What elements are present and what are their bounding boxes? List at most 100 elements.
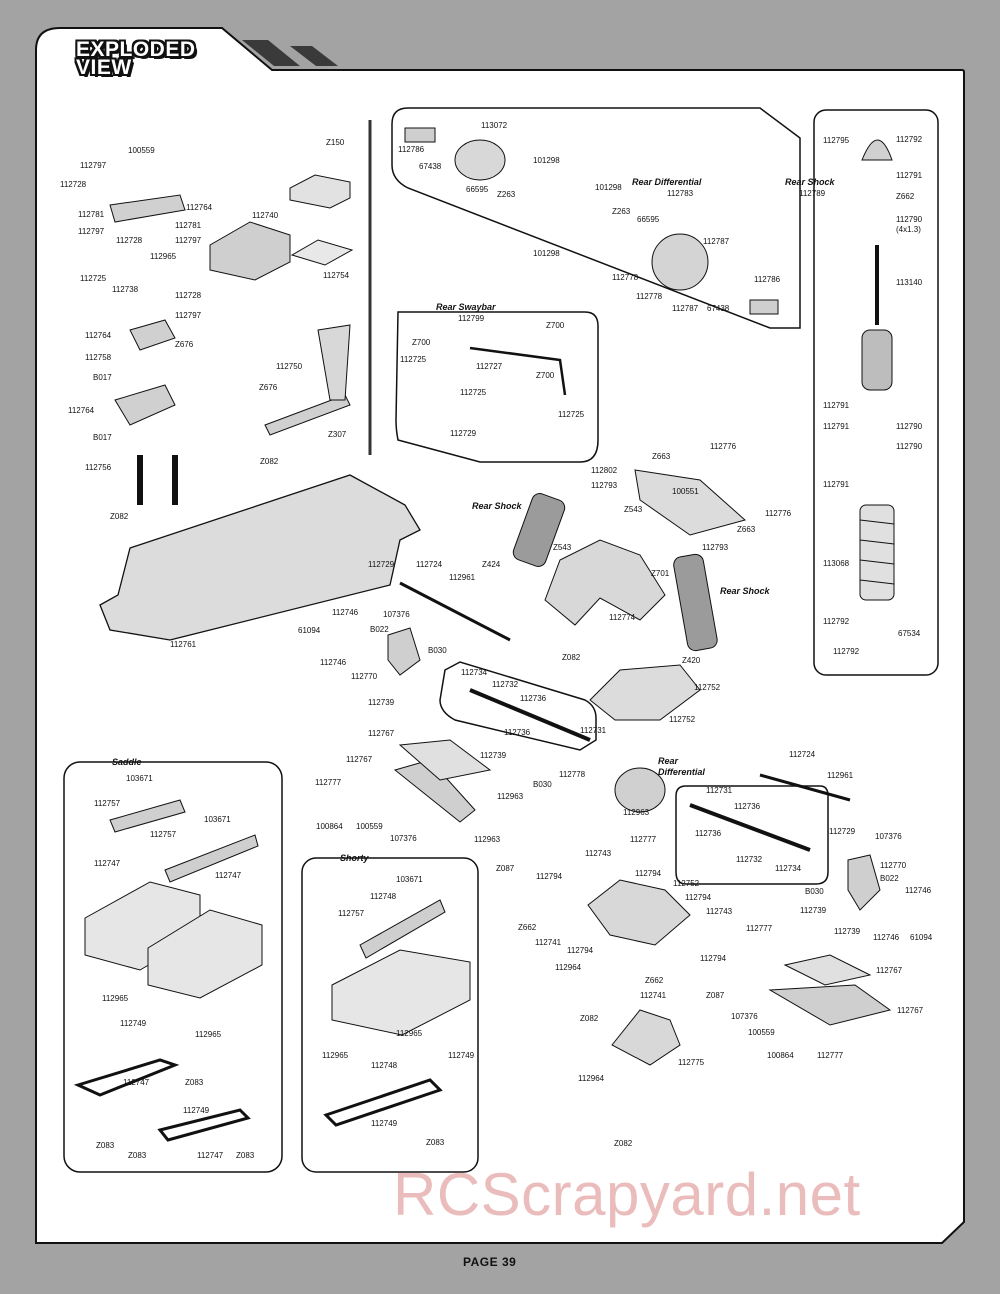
part-callout: 112767 — [876, 966, 903, 975]
part-callout: 112734 — [775, 864, 802, 873]
part-callout: 112736 — [695, 829, 722, 838]
part-callout: 101298 — [533, 249, 560, 258]
part-callout: 112749 — [183, 1106, 210, 1115]
part-callout: 112747 — [94, 859, 121, 868]
part-callout: B022 — [370, 625, 389, 634]
dogbone-right — [689, 803, 811, 852]
group-label-rear-shock: Rear Shock — [785, 177, 836, 187]
part-callout: Z676 — [259, 383, 278, 392]
part-callout: 112767 — [897, 1006, 924, 1015]
part-callout: 112963 — [623, 808, 650, 817]
spring-coil — [859, 579, 895, 585]
esc-heatsink — [209, 221, 291, 281]
part-callout: 112791 — [896, 171, 923, 180]
part-callout: Z263 — [612, 207, 631, 216]
part-callout: 112963 — [497, 792, 524, 801]
shorty-strap — [359, 899, 446, 959]
part-callout: 100864 — [316, 822, 343, 831]
part-callout: 112794 — [567, 946, 594, 955]
part-callout: B030 — [428, 646, 447, 655]
part-callout: 112781 — [78, 210, 105, 219]
turnbuckle-left — [399, 581, 511, 642]
part-callout: 112739 — [368, 698, 395, 707]
part-callout: B030 — [805, 887, 824, 896]
part-callout: 112746 — [905, 886, 932, 895]
part-callout: Z543 — [553, 543, 572, 552]
part-callout: 112778 — [636, 292, 663, 301]
part-callout: 112776 — [765, 509, 792, 518]
part-callout: Z700 — [412, 338, 431, 347]
part-callout: 112778 — [559, 770, 586, 779]
part-callout: 112764 — [186, 203, 213, 212]
part-callout: B017 — [93, 433, 112, 442]
part-callout: 112749 — [120, 1019, 147, 1028]
part-callout: Z543 — [624, 505, 643, 514]
group-number-rear-swaybar: 112799 — [458, 314, 485, 323]
part-callout: 112791 — [823, 480, 850, 489]
group-label-rear-swaybar: Rear Swaybar — [436, 302, 496, 312]
part-callout: 67534 — [898, 629, 921, 638]
strap-post — [317, 324, 351, 401]
part-callout: B022 — [880, 874, 899, 883]
shock-body — [861, 329, 893, 391]
assembly-label-rear-differential-2: Differential — [658, 767, 705, 777]
turnbuckle-right — [759, 773, 851, 802]
part-callout: 112757 — [150, 830, 177, 839]
spring-coil — [859, 519, 895, 525]
part-callout: 112731 — [706, 786, 733, 795]
part-callout: 112793 — [591, 481, 618, 490]
part-callout: 112767 — [346, 755, 373, 764]
part-callout: Z676 — [175, 340, 194, 349]
part-callout: 112764 — [68, 406, 95, 415]
skid-plate — [611, 1009, 681, 1066]
part-callout: 112764 — [85, 331, 112, 340]
part-callout: 103671 — [204, 815, 231, 824]
part-callout: 101298 — [533, 156, 560, 165]
part-callout: 112729 — [829, 827, 856, 836]
part-callout: 112964 — [555, 963, 582, 972]
part-callout: 112739 — [480, 751, 507, 760]
part-callout: 113068 — [823, 559, 850, 568]
part-callout: 112747 — [197, 1151, 224, 1160]
part-callout: 112736 — [520, 694, 547, 703]
shorty-outline — [301, 857, 479, 1173]
part-callout: 112792 — [896, 135, 923, 144]
part-callout: 112797 — [175, 311, 202, 320]
part-callout: Z082 — [580, 1014, 599, 1023]
center-diff — [614, 767, 666, 813]
part-callout: Z663 — [652, 452, 671, 461]
part-callout: 112961 — [827, 771, 854, 780]
part-callout: 112792 — [823, 617, 850, 626]
header-stripe — [290, 46, 338, 66]
part-callout: 112965 — [195, 1030, 222, 1039]
part-callout: 112790 — [896, 442, 923, 451]
part-callout: Z700 — [546, 321, 565, 330]
part-callout: 112757 — [338, 909, 365, 918]
part-callout: 112797 — [175, 236, 202, 245]
rear-arm-left — [393, 759, 476, 823]
part-callout: 103671 — [396, 875, 423, 884]
part-callout: 112724 — [416, 560, 443, 569]
part-callout: 67438 — [707, 304, 730, 313]
part-callout: 112757 — [94, 799, 121, 808]
part-callout: 112758 — [85, 353, 112, 362]
assembled-shock-right — [673, 553, 718, 652]
shorty-hold-down — [323, 1078, 443, 1127]
part-callout: 112797 — [80, 161, 107, 170]
part-callout: 112746 — [332, 608, 359, 617]
part-callout: 112741 — [535, 938, 562, 947]
group-number-rear-shock: 112789 — [799, 189, 826, 198]
saddle-strap-2 — [164, 834, 259, 883]
part-callout: 103671 — [126, 774, 153, 783]
part-callout: Z083 — [96, 1141, 115, 1150]
part-callout: 112802 — [591, 466, 618, 475]
part-callout: 112747 — [215, 871, 242, 880]
spring-coil — [859, 539, 895, 545]
part-callout: Z662 — [645, 976, 664, 985]
part-callout: Z082 — [614, 1139, 633, 1148]
part-callout: 112749 — [448, 1051, 475, 1060]
part-callout: 112729 — [450, 429, 477, 438]
part-callout: 112743 — [585, 849, 612, 858]
part-callout: 112794 — [635, 869, 662, 878]
